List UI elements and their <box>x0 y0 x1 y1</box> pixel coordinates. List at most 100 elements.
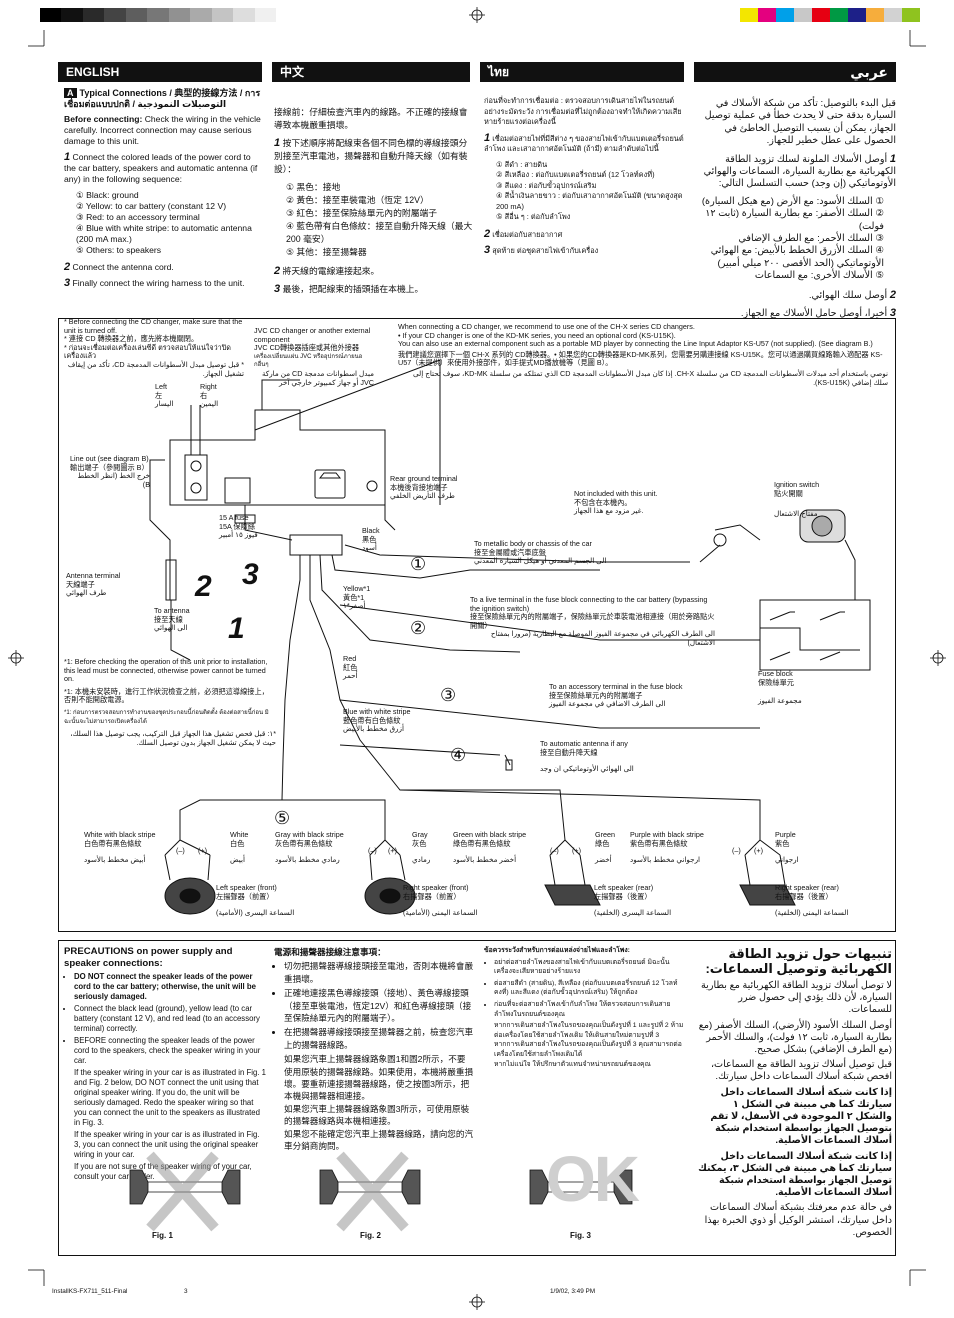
polarity-plus: (+) <box>754 846 763 855</box>
circled-1: ① <box>410 554 427 574</box>
prec-zh-sub: 如果您汽車上揚聲器線路象圖1和圖2所示，不要使用原裝的揚聲器線路。如果使用，本機… <box>284 1054 474 1102</box>
section-title-text: Typical Connections / 典型的接線方法 / การเชื่อ… <box>64 88 261 109</box>
right-label: Right 右 اليمين <box>200 382 230 409</box>
to-auto-antenna-ar: الى الهوائي الأوتوماتيكي ان وجد <box>540 764 634 774</box>
prec-ar-item: أوصل السلك الأسود (الأرضي)، السلك الأصفر… <box>698 1019 892 1056</box>
speaker-right-front-name: Right speaker (front) 右揚聲器（前置） السماعة ا… <box>403 883 523 918</box>
color-swatch <box>866 8 884 22</box>
en-before: Before connecting: Check the wiring in t… <box>64 114 264 147</box>
diagram-step-1: 1 <box>228 612 245 645</box>
speaker-right-front-color: Gray 灰色 رمادي <box>412 830 452 865</box>
to-chassis-ar: الى الجسم المعدني أو هيكل السيارة المعدن… <box>474 556 607 566</box>
prec-sub: If the speaker wiring in your car is as … <box>74 1130 260 1159</box>
gray-swatch <box>190 8 212 22</box>
to-live-label: To a live terminal in the fuse block con… <box>470 595 715 648</box>
speaker-right-rear-name: Right speaker (rear) 右揚聲器（後置） السماعة ال… <box>775 883 885 918</box>
speaker-right-rear-color: Purple 紫色 ارجواني <box>775 830 815 865</box>
diagram-step-2: 2 <box>195 570 212 603</box>
thai-column: ก่อนที่จะทำการเชื่อมต่อ : ตรวจสอบการเดิน… <box>484 88 684 262</box>
th-lead: ① สีดำ : สายดิน <box>496 159 548 169</box>
prec-item: DO NOT connect the speaker leads of the … <box>74 972 266 1002</box>
black-lead-label: Black 黑色 أسود <box>362 526 402 553</box>
th-step3-text: สุดท้าย ต่อชุดสายไฟเข้ากับเครื่อง <box>492 246 599 255</box>
fig3-label: Fig. 3 <box>570 1231 591 1240</box>
precautions-th: ข้อควรระวังสำหรับการต่อแหล่งจ่ายไฟและลำโ… <box>484 946 684 1069</box>
rear-ground-ar: طرف التأريض الخلفي <box>390 491 455 501</box>
blue-white-label: Blue with white stripe 藍色帶有白色條紋 أزرق مخط… <box>343 707 453 734</box>
prec-th-sub: หากการเดินสายลำโพงในรถของคุณเป็นดังรูปที… <box>494 1041 682 1058</box>
fig2-label: Fig. 2 <box>360 1231 381 1240</box>
circled-5: ⑤ <box>274 808 291 828</box>
en-step3-text: Finally connect the wiring harness to th… <box>72 278 245 288</box>
cd-note-ar: * قبل توصيل مبدل الأسطوانات المدمجة CD، … <box>67 359 244 378</box>
rear-ground-label: Rear ground terminal 本機後背接地端子 طرف التأري… <box>390 474 490 501</box>
gray-calibration-bar <box>40 8 276 22</box>
th-lead: ② สีเหลือง : ต่อกับแบตเตอรี่รถยนต์ (12 โ… <box>496 170 655 179</box>
th-lead: ④ สีน้ำเงินลายขาว : ต่อกับเสาอากาศอัตโนม… <box>496 191 683 211</box>
th-before: ก่อนที่จะทำการเชื่อมต่อ : ตรวจสอบการเดิน… <box>484 96 682 126</box>
note-1-ar: *١: قبل فحص تشغيل هذا الجهاز قبل التركيب… <box>70 729 276 747</box>
en-before-label: Before connecting: <box>64 114 143 124</box>
yellow-lead-label: Yellow*1 黃色*1 أصفر*١ <box>343 584 393 611</box>
th-step1: 1 เชื่อมต่อสายไฟที่มีสีต่าง ๆ ของสายไฟเข… <box>484 132 684 155</box>
right-zh: 右 <box>200 390 208 400</box>
gray-swatch <box>254 8 276 22</box>
prec-zh-item: 切勿把揚聲器導線接頭接至電池，否則本機將會嚴重損壞。 <box>284 960 474 985</box>
circled-2: ② <box>410 618 427 638</box>
to-antenna-ar: الى الهوائي <box>154 623 188 633</box>
zh-lead: ④ 藍色帶有白色條紋：接至自動升降天線（最大 200 毫安） <box>286 221 473 244</box>
cd-note-th: * ก่อนจะเชื่อมต่อเครื่องเล่นซีดี ตรวจสอบ… <box>64 342 231 361</box>
step-number: 1 <box>64 151 71 163</box>
prec-th-sub: หากไม่แน่ใจ ให้ปรึกษาตัวแทนจำหน่ายรถยนต์… <box>494 1060 651 1068</box>
changer-note-2: • If your CD changer is one of the KD-MK… <box>398 330 676 340</box>
spk-stripe-zh: 綠色帶有黑色條紋 <box>453 838 511 848</box>
black-en: Black <box>362 526 380 535</box>
changer-note: When connecting a CD changer, we recomme… <box>398 322 888 387</box>
jvc-cd-en: JVC CD changer or another external compo… <box>254 326 371 344</box>
blue-white-ar: أزرق مخطط بالأبيض <box>343 724 404 734</box>
spk-name-en: Right speaker (front) <box>403 883 469 892</box>
en-before-text: Check the wiring in the vehicle carefull… <box>64 114 261 146</box>
wiring-diagram-frame <box>58 318 896 932</box>
chinese-header: 中文 <box>272 62 470 82</box>
footer-date: 1/9/02, 3:49 PM <box>550 1288 596 1295</box>
spk-stripe-ar: ارجواني مخطط بالأسود <box>630 855 701 865</box>
color-swatch <box>830 8 848 22</box>
step-number: 3 <box>64 277 71 289</box>
left-en: Left <box>155 382 167 391</box>
footer-file: InstallKS-FX711_511-Final <box>52 1288 128 1295</box>
en-lead: ① Black: ground <box>76 190 139 200</box>
right-ar: اليمين <box>200 399 219 409</box>
jvc-cd-th: เครื่องเปลี่ยนแผ่น JVC หรืออุปกรณ์ภายนอก… <box>254 353 363 369</box>
gray-swatch <box>125 8 148 22</box>
spk-stripe-ar: أخضر مخطط بالأسود <box>453 855 517 865</box>
english-header: ENGLISH <box>58 62 262 82</box>
zh-step1: 1 按下述順序將配線束各個不同色標的導線接頭分別接至汽車電池，揚聲器和自動升降天… <box>274 137 474 176</box>
left-zh: 左 <box>155 390 163 400</box>
note-1-th: *1: ก่อนการตรวจสอบการทำงานของชุดประกอบนี… <box>64 709 269 725</box>
th-step2-text: เชื่อมต่อกับสายอากาศ <box>492 229 563 239</box>
ar-lead: ① السلك الأسود: مع الأرض (مع هيكل السيار… <box>701 195 884 207</box>
color-swatch <box>740 8 758 22</box>
ignition-en: Ignition switch <box>774 480 820 489</box>
cd-note-en: * Before connecting the CD changer, make… <box>64 317 243 335</box>
blue-white-en: Blue with white stripe <box>343 707 411 716</box>
jvc-cd-zh: JVC CD轉換器插座或其他外接器 <box>254 343 360 353</box>
prec-zh-item: 正確地連接黑色導線接頭（接地）、黃色導線接頭（接至車裝電池，恆定12V）和紅色導… <box>284 987 474 1024</box>
zh-step2: 2 將天線的電線連接起來。 <box>274 265 474 278</box>
ok-mark: OK <box>546 1143 640 1215</box>
fuse-label: 15 A fuse 15A 保險絲 فيوز ١٥ أمبير <box>219 513 279 540</box>
en-leads: ① Black: ground ② Yellow: to car battery… <box>64 190 264 256</box>
speaker-left-front-stripe: White with black stripe 白色帶有黑色條紋 أبيض مخ… <box>84 830 174 865</box>
th-step2: 2 เชื่อมต่อกับสายอากาศ <box>484 228 684 241</box>
blue-white-zh: 藍色帶有白色條紋 <box>343 715 401 725</box>
spk-name-ar: السماعة اليسرى (الأمامية) <box>216 908 295 918</box>
yellow-en: Yellow*1 <box>343 584 371 593</box>
spk-color-en: Purple <box>775 830 796 839</box>
fuse-block-zh: 保險絲單元 <box>758 677 794 687</box>
speaker-left-rear-color: Green 綠色 أخضر <box>595 830 635 865</box>
spk-name-zh: 右揚聲器（後置） <box>775 891 833 901</box>
spk-color-ar: أبيض <box>230 855 245 865</box>
